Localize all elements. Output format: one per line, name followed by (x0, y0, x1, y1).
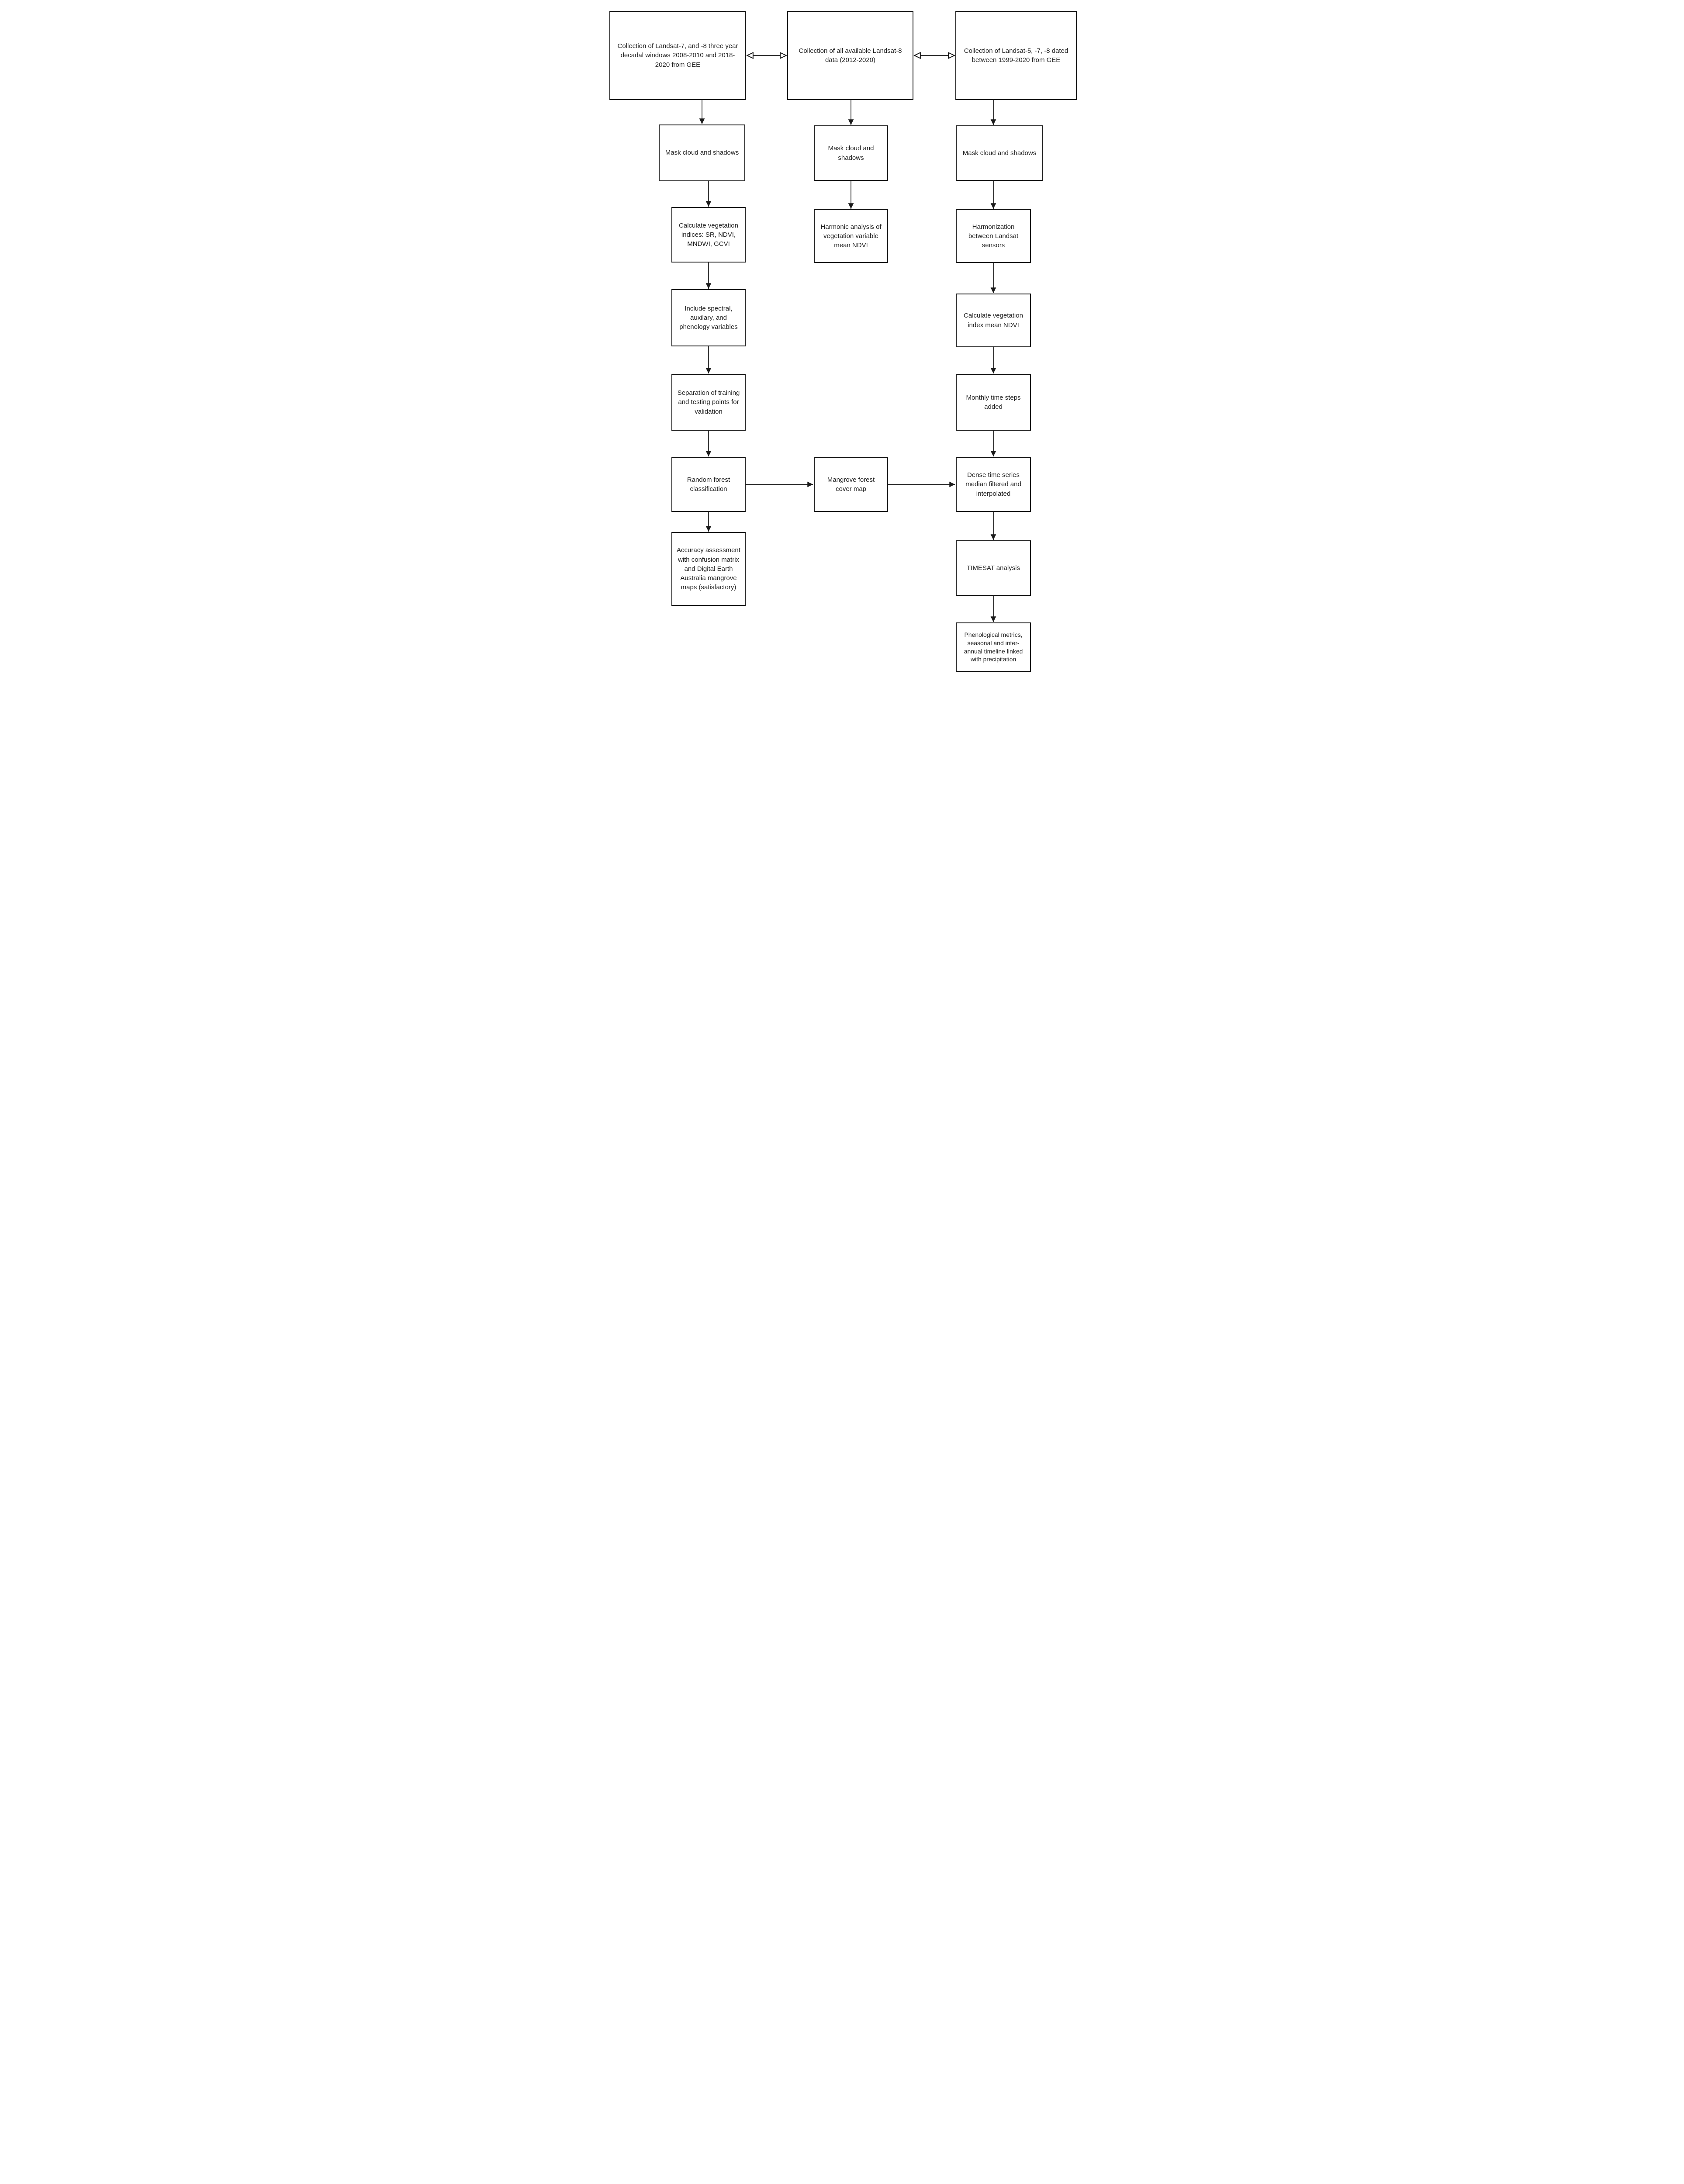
box-collection-landsat-8-all: Collection of all available Landsat-8 da… (787, 11, 913, 100)
box-include-spectral-auxilary-phenology: Include spectral, auxilary, and phenolog… (671, 289, 746, 346)
box-timesat-analysis: TIMESAT analysis (956, 540, 1031, 596)
box-separation-training-testing: Separation of training and testing point… (671, 374, 746, 431)
box-harmonic-analysis: Harmonic analysis of vegetation variable… (814, 209, 888, 263)
box-random-forest-classification: Random forest classification (671, 457, 746, 512)
box-phenological-metrics: Phenological metrics, seasonal and inter… (956, 622, 1031, 672)
box-collection-landsat-7-8-decadal: Collection of Landsat-7, and -8 three ye… (609, 11, 746, 100)
box-accuracy-assessment: Accuracy assessment with confusion matri… (671, 532, 746, 606)
flowchart-canvas: Collection of Landsat-7, and -8 three ye… (596, 0, 1088, 673)
box-harmonization-landsat-sensors: Harmonization between Landsat sensors (956, 209, 1031, 263)
box-mask-cloud-shadows-right: Mask cloud and shadows (956, 125, 1043, 181)
box-calculate-vegetation-indices: Calculate vegetation indices: SR, NDVI, … (671, 207, 746, 263)
box-collection-landsat-5-7-8: Collection of Landsat-5, -7, -8 dated be… (955, 11, 1077, 100)
box-mangrove-forest-cover-map: Mangrove forest cover map (814, 457, 888, 512)
box-dense-time-series: Dense time series median filtered and in… (956, 457, 1031, 512)
box-monthly-time-steps: Monthly time steps added (956, 374, 1031, 431)
box-mask-cloud-shadows-left: Mask cloud and shadows (659, 124, 745, 181)
box-mask-cloud-shadows-middle: Mask cloud and shadows (814, 125, 888, 181)
box-calculate-vegetation-index-ndvi: Calculate vegetation index mean NDVI (956, 294, 1031, 347)
